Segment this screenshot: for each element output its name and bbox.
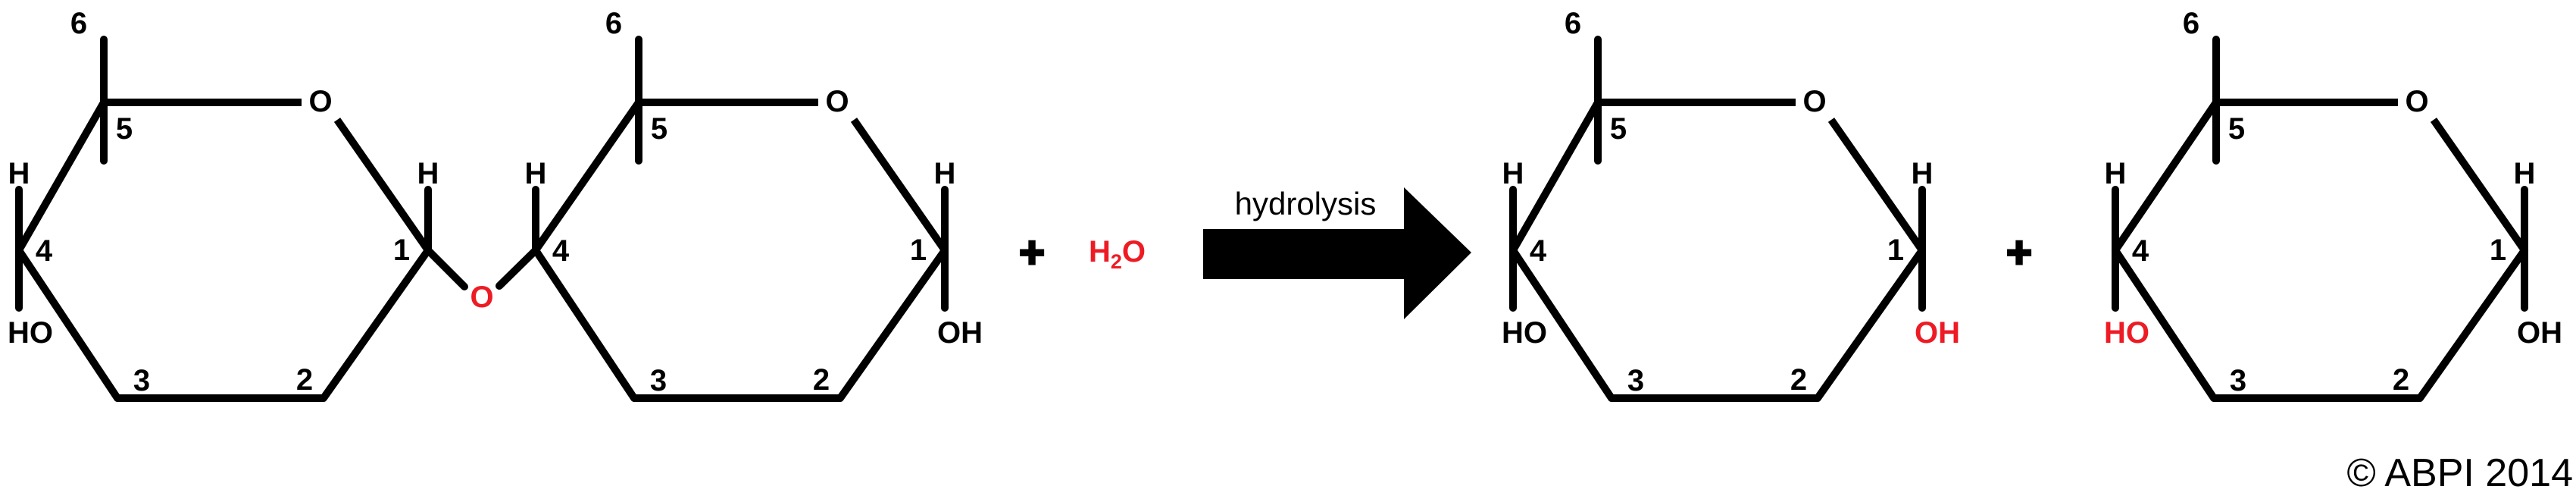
water-o: O [1122, 235, 1146, 268]
c1-hydrogen-label: H [1912, 157, 1934, 190]
c4-hydrogen-label: H [8, 157, 30, 190]
atom-number-5: 5 [2228, 112, 2245, 146]
atom-number-4: 4 [1530, 234, 1547, 268]
ring-oxygen-label: O [308, 85, 332, 118]
atom-number-3: 3 [2230, 364, 2246, 397]
reaction-arrow-label: hydrolysis [1235, 186, 1377, 221]
atom-number-5: 5 [1610, 112, 1627, 146]
water-subscript: 2 [1111, 250, 1122, 273]
copyright-notice: © ABPI 2014 [2346, 451, 2573, 495]
glycosidic-bond-line-left [424, 246, 468, 290]
c1-hydrogen-label: H [2514, 157, 2536, 190]
atom-number-3: 3 [650, 364, 667, 397]
water-h: H [1089, 235, 1111, 268]
atom-number-3: 3 [133, 364, 150, 397]
ring-oxygen-label: O [825, 85, 849, 118]
atom-number-2: 2 [296, 363, 313, 397]
c1-hydroxyl-label: OH [937, 316, 983, 350]
glycosidic-oxygen-label: O [470, 281, 493, 314]
c1-hydrogen-label: H [934, 157, 956, 190]
c4-hydroxyl-label: HO [1502, 316, 1547, 350]
disaccharide-left-ring: 6 5 4 1 3 2 O H H HO [8, 7, 439, 402]
reaction-arrow [1203, 187, 1471, 319]
atom-number-4: 4 [36, 234, 53, 268]
glycosidic-bond: O [424, 246, 539, 314]
ring-oxygen-label: O [1802, 85, 1826, 118]
atom-number-1: 1 [393, 234, 410, 267]
atom-number-2: 2 [1790, 363, 1807, 397]
c1-hydroxyl-label: OH [1915, 316, 1960, 350]
atom-number-6: 6 [1565, 7, 1581, 40]
c4-hydroxyl-label: HO [2104, 316, 2149, 350]
water-formula: H2O [1089, 235, 1146, 273]
atom-number-4: 4 [552, 234, 570, 268]
atom-number-1: 1 [1887, 234, 1904, 267]
ring-oxygen-label: O [2405, 85, 2428, 118]
atom-number-6: 6 [605, 7, 622, 40]
c4-hydrogen-label: H [2105, 157, 2127, 190]
c4-hydrogen-label: H [525, 157, 547, 190]
ring-bonds [1509, 99, 1926, 402]
plus-sign-products: + [2006, 228, 2032, 277]
glycosidic-bond-line-right [496, 246, 539, 290]
atom-number-3: 3 [1627, 364, 1644, 397]
c1-hydrogen-label: H [417, 157, 439, 190]
atom-number-2: 2 [2393, 363, 2409, 397]
ring-bonds [2112, 99, 2528, 402]
c1-hydroxyl-label: OH [2517, 316, 2562, 350]
c4-hydroxyl-label: HO [8, 316, 53, 350]
atom-number-5: 5 [651, 112, 667, 146]
atom-number-4: 4 [2132, 234, 2149, 268]
c4-hydrogen-label: H [1502, 157, 1524, 190]
ring-bonds [15, 99, 432, 402]
atom-number-5: 5 [116, 112, 133, 146]
atom-number-1: 1 [910, 234, 927, 267]
atom-number-1: 1 [2490, 234, 2506, 267]
ring-bonds [532, 99, 949, 402]
atom-number-6: 6 [70, 7, 87, 40]
atom-number-6: 6 [2183, 7, 2199, 40]
plus-sign-reactants: + [1019, 228, 1045, 277]
atom-number-2: 2 [813, 363, 830, 397]
